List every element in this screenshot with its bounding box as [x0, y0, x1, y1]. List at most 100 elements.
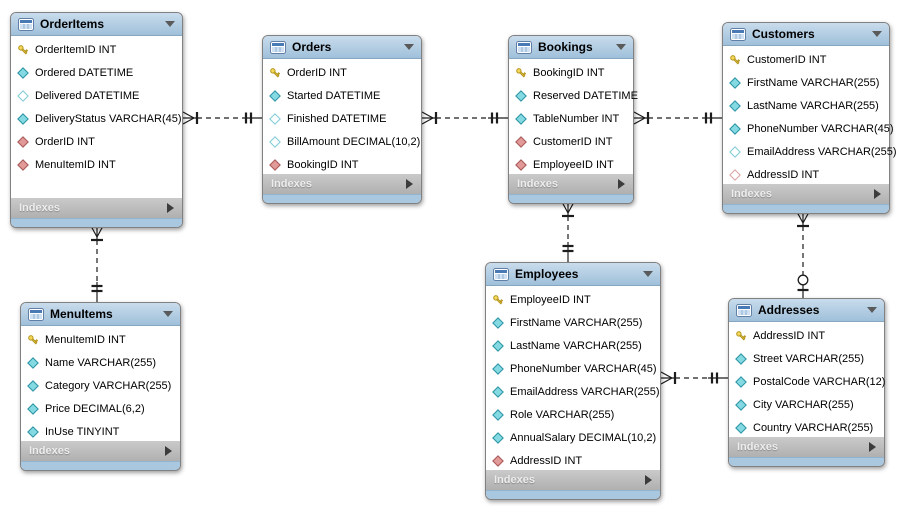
- indexes-bar[interactable]: Indexes: [21, 441, 180, 461]
- column-row[interactable]: Ordered DATETIME: [11, 61, 182, 84]
- column-icon: [729, 99, 741, 112]
- column-nullable-icon: [269, 135, 281, 148]
- indexes-bar[interactable]: Indexes: [509, 174, 633, 194]
- collapse-triangle-icon[interactable]: [404, 44, 414, 50]
- column-row[interactable]: EmployeeID INT: [509, 153, 633, 176]
- indexes-bar[interactable]: Indexes: [729, 437, 884, 457]
- column-row[interactable]: EmailAddress VARCHAR(255): [723, 140, 897, 163]
- relationship-Orders-Bookings[interactable]: [419, 111, 511, 125]
- column-row[interactable]: CustomerID INT: [509, 130, 633, 153]
- indexes-label: Indexes: [517, 178, 558, 190]
- column-row[interactable]: MenuItemID INT: [21, 328, 180, 351]
- column-row[interactable]: PhoneNumber VARCHAR(45): [486, 357, 660, 380]
- column-row[interactable]: Role VARCHAR(255): [486, 403, 660, 426]
- expand-arrow-icon[interactable]: [618, 179, 625, 189]
- column-row[interactable]: EmployeeID INT: [486, 288, 660, 311]
- column-row[interactable]: OrderID INT: [263, 61, 421, 84]
- column-row[interactable]: Price DECIMAL(6,2): [21, 397, 180, 420]
- column-row[interactable]: PhoneNumber VARCHAR(45): [723, 117, 894, 140]
- table-icon: [270, 40, 286, 54]
- column-row[interactable]: City VARCHAR(255): [729, 393, 884, 416]
- column-row[interactable]: MenuItemID INT: [11, 153, 182, 176]
- column-icon: [27, 356, 39, 369]
- collapse-triangle-icon[interactable]: [616, 44, 626, 50]
- column-row[interactable]: FirstName VARCHAR(255): [723, 71, 889, 94]
- column-row[interactable]: BookingID INT: [263, 153, 421, 176]
- column-row[interactable]: Finished DATETIME: [263, 107, 421, 130]
- expand-arrow-icon[interactable]: [406, 179, 413, 189]
- indexes-label: Indexes: [731, 188, 772, 200]
- relationship-Customers-Addresses[interactable]: [796, 209, 810, 301]
- column-row[interactable]: LastName VARCHAR(255): [486, 334, 660, 357]
- collapse-triangle-icon[interactable]: [867, 307, 877, 313]
- column-row[interactable]: AddressID INT: [723, 163, 889, 186]
- foreign-key-icon: [17, 135, 29, 148]
- collapse-triangle-icon[interactable]: [643, 271, 653, 277]
- column-row[interactable]: PostalCode VARCHAR(12): [729, 370, 885, 393]
- collapse-triangle-icon[interactable]: [163, 311, 173, 317]
- table-header[interactable]: Orders: [263, 36, 421, 59]
- column-label: EmployeeID INT: [533, 158, 614, 171]
- foreign-key-nullable-icon: [729, 168, 741, 181]
- column-row[interactable]: AddressID INT: [486, 449, 660, 472]
- table-header[interactable]: OrderItems: [11, 13, 182, 36]
- column-row[interactable]: Name VARCHAR(255): [21, 351, 180, 374]
- column-icon: [492, 339, 504, 352]
- column-icon: [17, 112, 29, 125]
- column-row[interactable]: LastName VARCHAR(255): [723, 94, 889, 117]
- relationship-OrderItems-Orders[interactable]: [180, 111, 265, 125]
- column-row[interactable]: OrderItemID INT: [11, 38, 182, 61]
- column-icon: [492, 385, 504, 398]
- column-row[interactable]: Category VARCHAR(255): [21, 374, 180, 397]
- table-header[interactable]: Addresses: [729, 299, 884, 322]
- expand-arrow-icon[interactable]: [165, 446, 172, 456]
- indexes-bar[interactable]: Indexes: [263, 174, 421, 194]
- column-row[interactable]: TableNumber INT: [509, 107, 633, 130]
- collapse-triangle-icon[interactable]: [872, 31, 882, 37]
- expand-arrow-icon[interactable]: [167, 203, 174, 213]
- indexes-bar[interactable]: Indexes: [486, 470, 660, 490]
- column-row[interactable]: AddressID INT: [729, 324, 884, 347]
- table-title: Customers: [752, 27, 815, 41]
- table-icon: [516, 40, 532, 54]
- column-row[interactable]: OrderID INT: [11, 130, 182, 153]
- column-row[interactable]: EmailAddress VARCHAR(255): [486, 380, 660, 403]
- column-row[interactable]: Reserved DATETIME: [509, 84, 638, 107]
- column-row[interactable]: FirstName VARCHAR(255): [486, 311, 660, 334]
- relationship-Bookings-Customers[interactable]: [631, 111, 725, 125]
- collapse-triangle-icon[interactable]: [165, 21, 175, 27]
- relationship-Bookings-Employees[interactable]: [561, 199, 575, 265]
- indexes-bar[interactable]: Indexes: [723, 184, 889, 204]
- expand-arrow-icon[interactable]: [874, 189, 881, 199]
- table-header[interactable]: Customers: [723, 23, 889, 46]
- column-icon: [492, 362, 504, 375]
- indexes-bar[interactable]: Indexes: [11, 198, 182, 218]
- column-row[interactable]: Delivered DATETIME: [11, 84, 182, 107]
- table-header[interactable]: Bookings: [509, 36, 633, 59]
- column-row[interactable]: BookingID INT: [509, 61, 633, 84]
- column-row[interactable]: CustomerID INT: [723, 48, 889, 71]
- expand-arrow-icon[interactable]: [869, 442, 876, 452]
- expand-arrow-icon[interactable]: [645, 475, 652, 485]
- primary-key-icon: [729, 54, 741, 66]
- table-header[interactable]: Employees: [486, 263, 660, 286]
- column-row[interactable]: AnnualSalary DECIMAL(10,2): [486, 426, 660, 449]
- column-row[interactable]: DeliveryStatus VARCHAR(45): [11, 107, 182, 130]
- column-row[interactable]: Street VARCHAR(255): [729, 347, 884, 370]
- relationship-OrderItems-MenuItems[interactable]: [90, 223, 104, 305]
- column-row[interactable]: BillAmount DECIMAL(10,2): [263, 130, 421, 153]
- column-row[interactable]: Started DATETIME: [263, 84, 421, 107]
- column-row[interactable]: Country VARCHAR(255): [729, 416, 884, 439]
- relationship-Employees-Addresses[interactable]: [658, 371, 731, 385]
- table-header[interactable]: MenuItems: [21, 303, 180, 326]
- column-row[interactable]: InUse TINYINT: [21, 420, 180, 443]
